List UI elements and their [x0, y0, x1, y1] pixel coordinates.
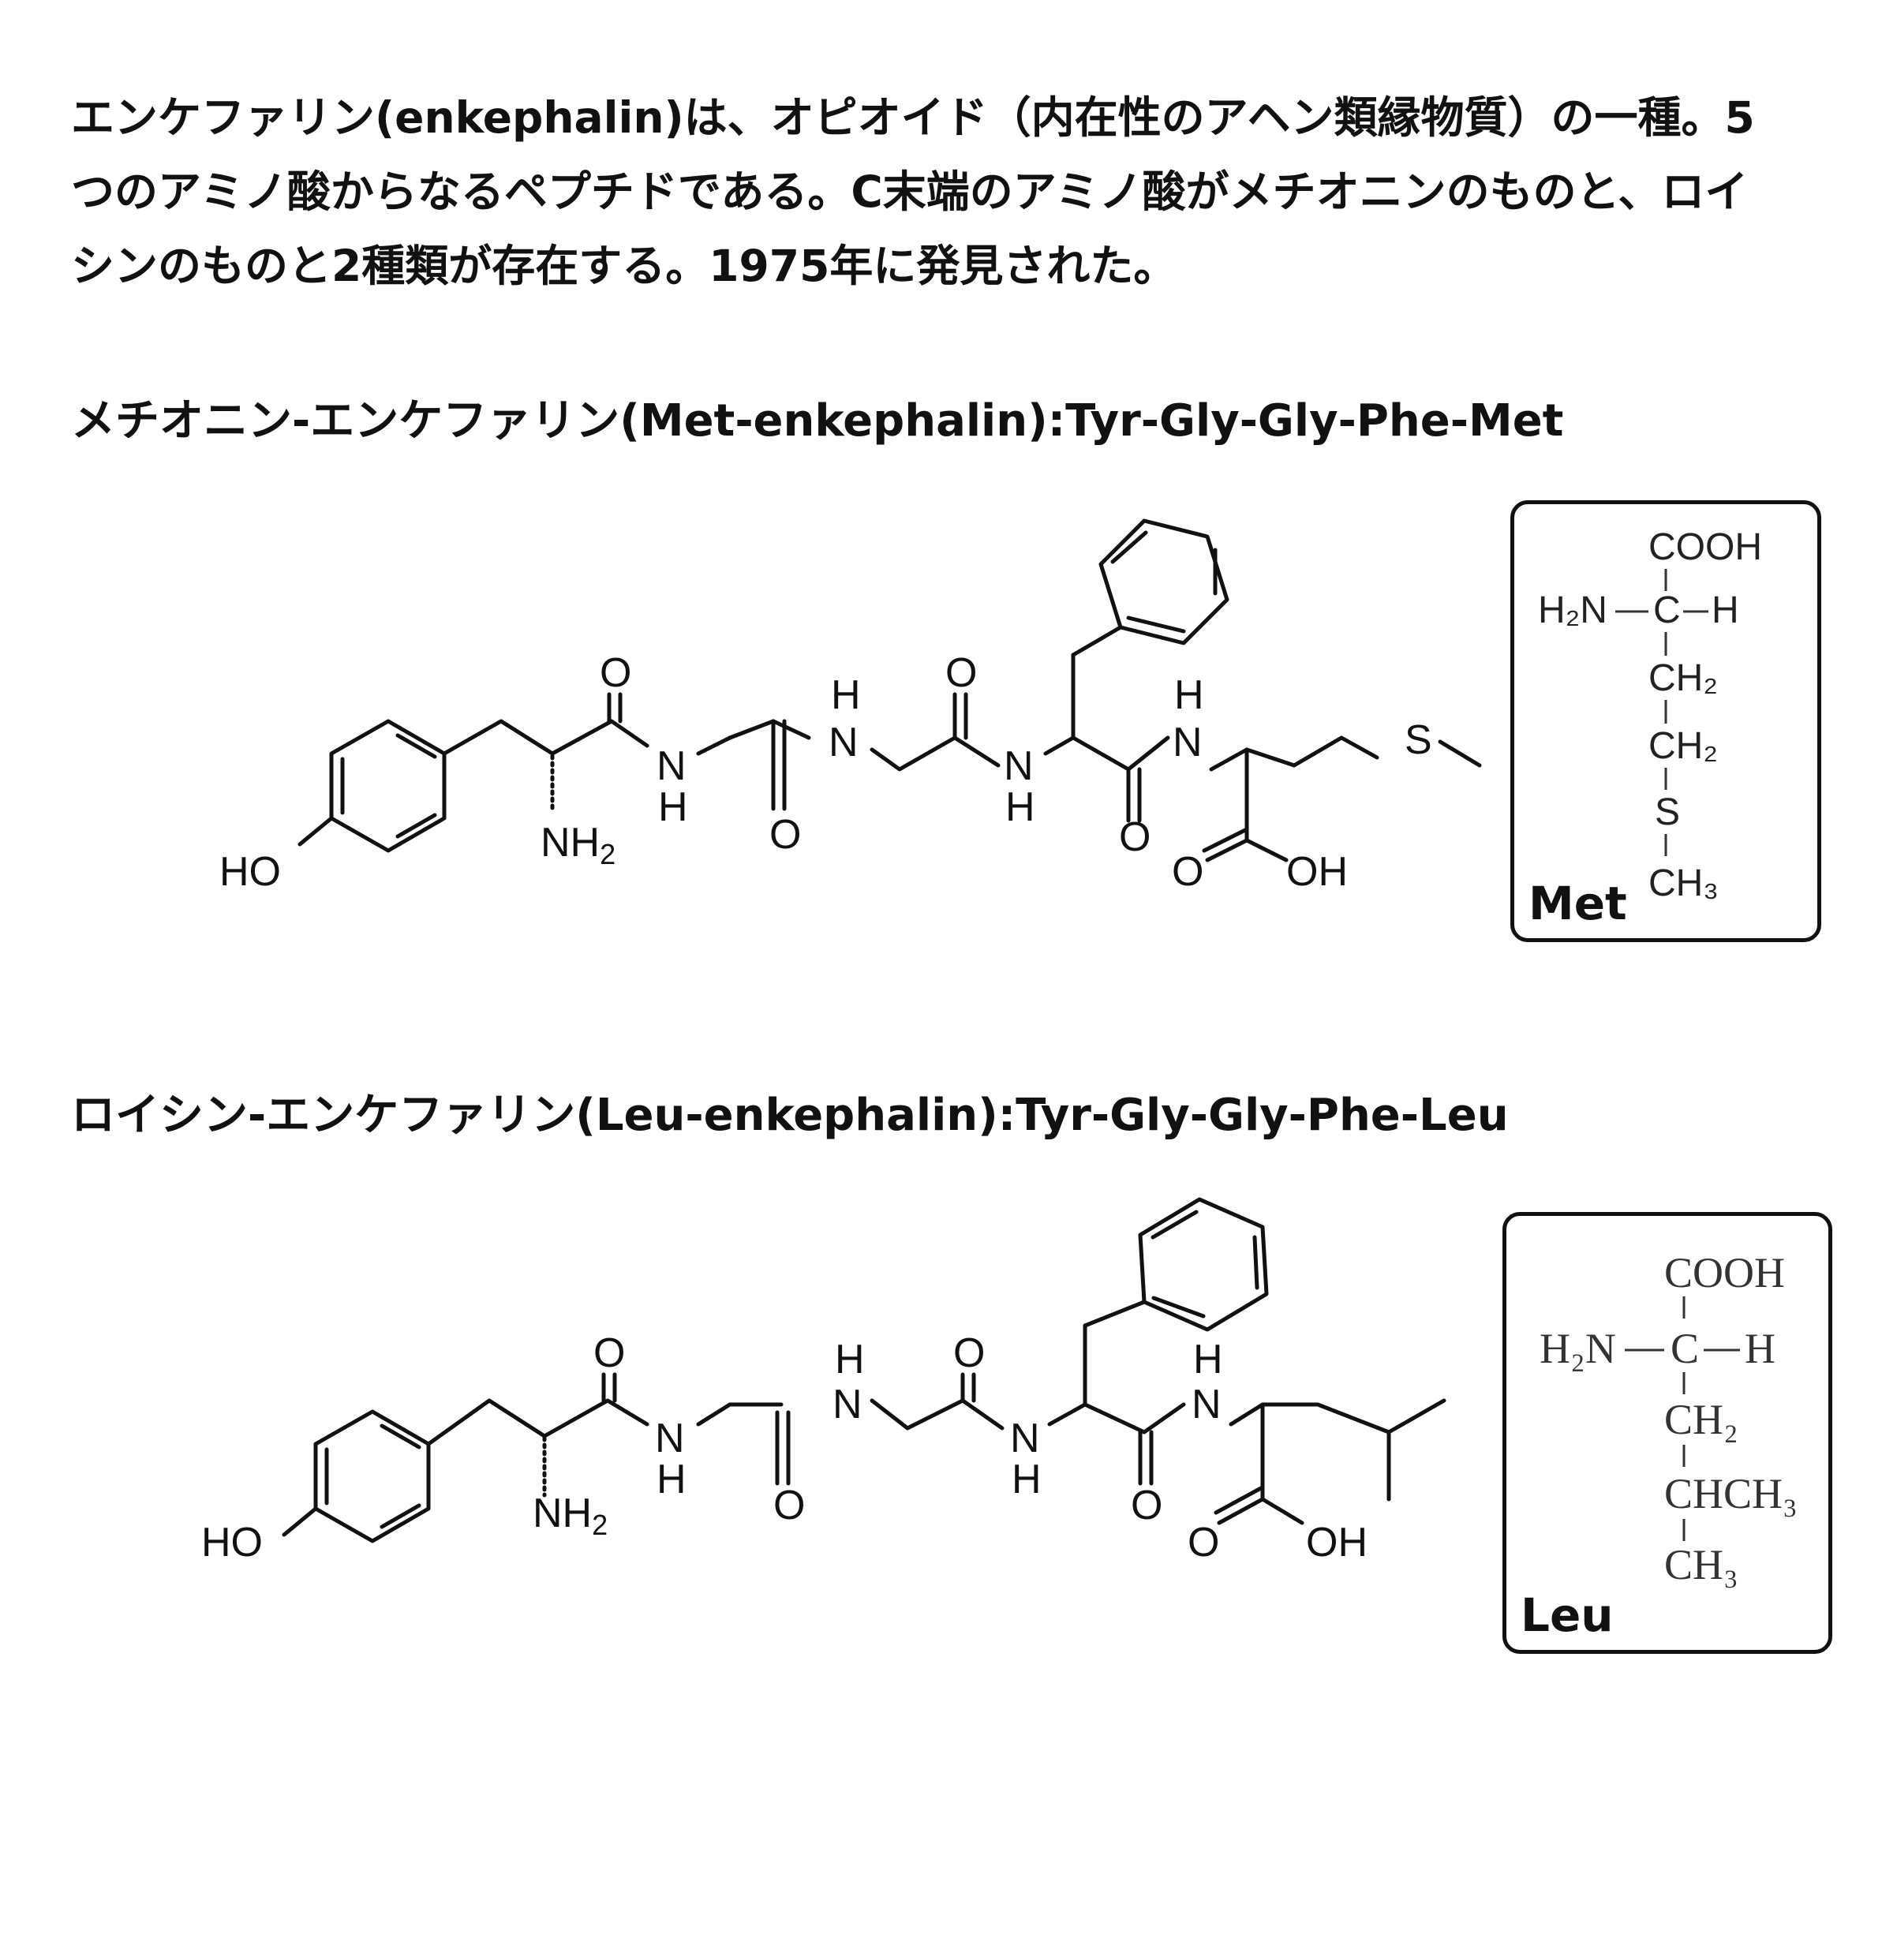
met-ch2-label-1: CH₂	[1648, 657, 1718, 699]
leu-h-label-2: H	[835, 1337, 865, 1382]
met-o-label-5: O	[1172, 849, 1203, 895]
leu-tyr-ring	[313, 1409, 431, 1543]
met-side-chain-formula: COOH H₂N C H CH₂ CH₂ S CH₃	[1538, 526, 1762, 904]
met-h-label-4: H	[1174, 672, 1204, 718]
leu-o-label-5: O	[1188, 1520, 1219, 1565]
met-bonds	[297, 518, 1482, 862]
met-ch3-label: CH₃	[1648, 862, 1719, 904]
leu-n-label-3: N	[1010, 1416, 1040, 1461]
met-n-label-3: N	[1004, 743, 1034, 789]
met-ch2-label-2: CH₂	[1648, 725, 1718, 767]
intro-line-3: シンのものと2種類が存在する。1975年に発見された。	[71, 241, 1177, 291]
leu-oh-label: OH	[1306, 1520, 1368, 1565]
met-h2n-label: H₂N	[1538, 589, 1607, 631]
met-o-label-2: O	[769, 812, 801, 858]
met-box-label: Met	[1528, 877, 1627, 930]
met-oh-label: OH	[1286, 849, 1348, 895]
met-cooh-label: COOH	[1648, 526, 1762, 568]
met-s-row-label: S	[1655, 791, 1680, 833]
leu-ho-label: HO	[201, 1520, 263, 1565]
met-enkephalin-heading: メチオニン-エンケファリン(Met-enkephalin):Tyr-Gly-Gl…	[71, 395, 1564, 447]
leu-nh2-label: NH2	[533, 1491, 608, 1541]
leu-o-label-1: O	[593, 1330, 625, 1376]
leu-side-chain-formula: COOH H₂N C H CH₂ CHCH₃ CH₃	[1540, 1249, 1798, 1588]
leu-h-label: H	[1745, 1325, 1775, 1372]
leu-n-label-1: N	[655, 1416, 685, 1461]
leu-o-label-2: O	[773, 1483, 805, 1528]
met-h-label-2: H	[831, 672, 861, 718]
leu-h-label-1: H	[657, 1457, 687, 1502]
met-n-label-2: N	[829, 720, 859, 765]
intro-paragraph: エンケファリン(enkephalin)は、オピオイド（内在性のアヘン類縁物質）の…	[71, 80, 1839, 303]
met-side-chain-box: COOH H₂N C H CH₂ CH₂ S CH₃ Met	[1510, 500, 1821, 942]
met-c-label: C	[1653, 589, 1681, 631]
met-ho-label: HO	[219, 849, 281, 895]
leu-n-label-2: N	[833, 1382, 862, 1427]
leu-h-label-3: H	[1012, 1457, 1042, 1502]
leu-h2n-label: H₂N	[1540, 1325, 1616, 1372]
met-n-label-1: N	[657, 743, 687, 789]
leu-n-label-4: N	[1192, 1382, 1222, 1427]
met-h-label-3: H	[1005, 784, 1035, 830]
leu-c-label: C	[1671, 1325, 1699, 1372]
leu-side-chain-box: COOH H₂N C H CH₂ CHCH₃ CH₃ Leu	[1502, 1212, 1832, 1654]
leu-chch3-label: CHCH₃	[1664, 1470, 1798, 1517]
leu-atom-labels: HO NH2 O N H O H N O N H O H N O OH	[201, 1330, 1368, 1565]
met-o-label-3: O	[945, 650, 977, 696]
intro-line-2: つのアミノ酸からなるペプチドである。C末端のアミノ酸がメチオニンのものと、ロイ	[71, 166, 1749, 217]
leu-cooh-label: COOH	[1664, 1249, 1785, 1296]
leu-o-label-3: O	[953, 1330, 985, 1376]
met-o-label-4: O	[1119, 814, 1151, 860]
met-n-label-4: N	[1173, 720, 1203, 765]
leu-ch2-label: CH₂	[1664, 1396, 1738, 1443]
leu-o-label-4: O	[1131, 1483, 1162, 1528]
met-nh2-label: NH2	[541, 820, 615, 870]
leu-h-label-4: H	[1193, 1337, 1223, 1382]
met-s-label: S	[1405, 717, 1432, 763]
leu-bonds	[282, 1197, 1446, 1543]
leu-box-label: Leu	[1521, 1588, 1614, 1642]
met-phe-ring	[1098, 518, 1229, 645]
leu-enkephalin-heading: ロイシン-エンケファリン(Leu-enkephalin):Tyr-Gly-Gly…	[71, 1090, 1509, 1141]
met-h-label: H	[1712, 589, 1739, 631]
leu-phe-ring	[1138, 1197, 1269, 1332]
leu-ch3-label: CH₃	[1664, 1541, 1738, 1588]
met-atom-labels: HO NH2 O N H O H N O N H O H N O OH S	[219, 650, 1432, 895]
met-h-label-1: H	[658, 784, 688, 830]
met-o-label-1: O	[600, 650, 631, 696]
intro-line-1: エンケファリン(enkephalin)は、オピオイド（内在性のアヘン類縁物質）の…	[71, 92, 1755, 143]
